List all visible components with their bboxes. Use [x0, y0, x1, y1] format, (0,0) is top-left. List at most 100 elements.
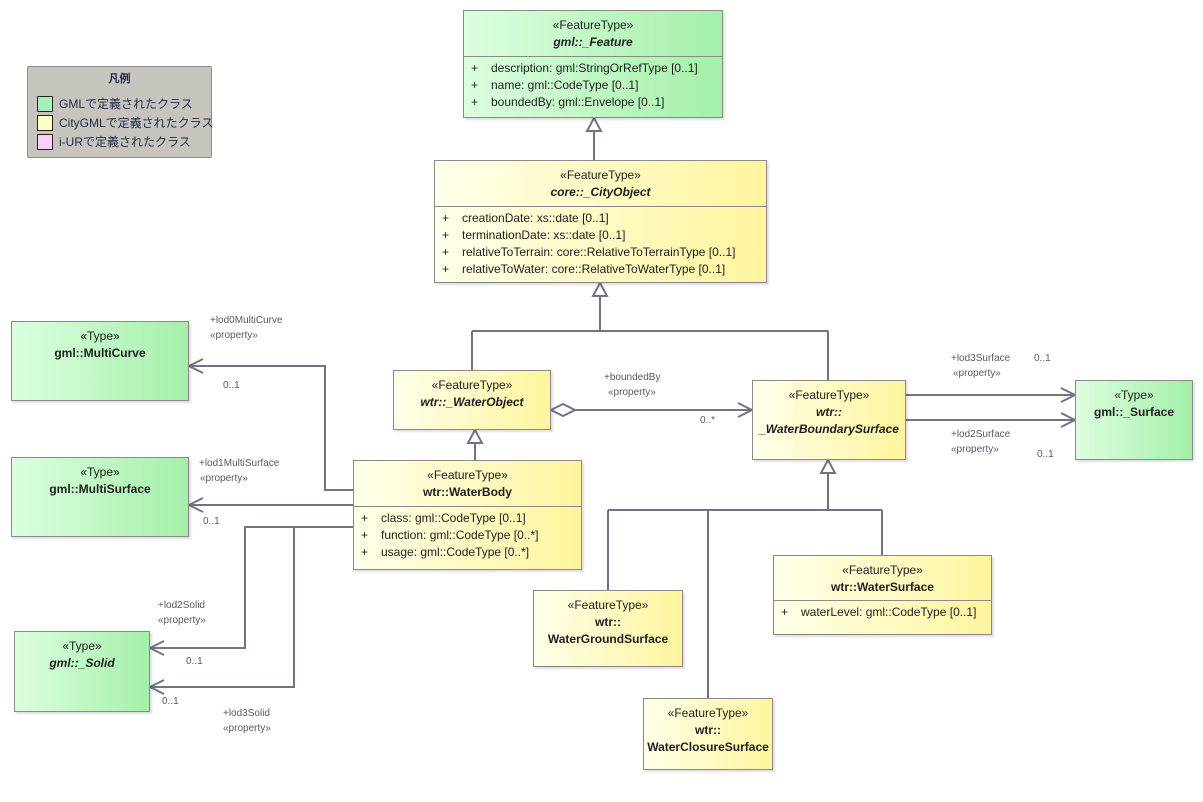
visibility-marker: + — [442, 262, 450, 276]
class-name-line: WaterGroundSurface — [547, 632, 669, 646]
attribute-text: terminationDate: xs::date [0..1] — [462, 228, 626, 242]
stereotype-label: «property» — [608, 387, 656, 398]
legend-item-gml: GMLで定義されたクラス — [37, 95, 213, 114]
class-name: gml::_Feature — [553, 35, 633, 49]
visibility-marker: + — [442, 245, 450, 259]
stereotype-label: «property» — [210, 330, 258, 341]
multiplicity-label: 0..1 — [1037, 449, 1054, 460]
class-core-cityobject: «FeatureType» core::_CityObject +creatio… — [434, 160, 767, 283]
attribute-text: description: gml:StringOrRefType [0..1] — [491, 61, 698, 75]
stereotype: «FeatureType» — [567, 598, 649, 612]
class-gml-multisurface: «Type» gml::MultiSurface — [11, 457, 189, 537]
attribute-compartment: +class: gml::CodeType [0..1] +function: … — [354, 507, 581, 561]
visibility-marker: + — [471, 95, 479, 109]
class-header: «FeatureType» wtr::WaterBody — [354, 461, 581, 507]
stereotype: «FeatureType» — [427, 468, 508, 482]
visibility-marker: + — [361, 528, 369, 542]
aggregation-diamond — [548, 402, 578, 418]
role-label: +lod3Surface — [951, 353, 1011, 364]
stereotype: «FeatureType» — [560, 168, 641, 182]
class-gml-feature: «FeatureType» gml::_Feature + description… — [463, 10, 723, 118]
legend-item-citygml: CityGMLで定義されたクラス — [37, 114, 213, 133]
class-name: wtr::WaterBody — [423, 485, 512, 499]
legend-swatch-green — [37, 96, 53, 112]
attribute-text: waterLevel: gml::CodeType [0..1] — [801, 605, 977, 619]
class-gml-solid: «Type» gml::_Solid — [14, 631, 150, 712]
class-header: «Type» gml::_Surface — [1076, 381, 1192, 421]
association-arrowhead — [147, 640, 165, 656]
visibility-marker: + — [442, 228, 450, 242]
class-name-line: WaterClosureSurface — [647, 740, 769, 754]
stereotype: «Type» — [1114, 388, 1154, 402]
stereotype: «FeatureType» — [842, 563, 923, 577]
class-name: gml::_Solid — [49, 656, 115, 670]
class-name: wtr::_WaterObject — [420, 395, 524, 409]
class-name: gml::MultiCurve — [54, 346, 146, 360]
stereotype: «Type» — [80, 329, 120, 343]
attribute-text: name: gml::CodeType [0..1] — [491, 78, 639, 92]
class-wtr-watergroundsurface: «FeatureType» wtr:: WaterGroundSurface — [533, 590, 683, 667]
class-wtr-waterclosuresurface: «FeatureType» wtr:: WaterClosureSurface — [643, 698, 773, 770]
attribute-row: +class: gml::CodeType [0..1] — [354, 510, 581, 527]
class-header: «Type» gml::MultiSurface — [12, 458, 188, 498]
role-label: +lod2Surface — [951, 429, 1011, 440]
legend-swatch-pink — [37, 134, 53, 150]
class-header: «FeatureType» wtr:: WaterGroundSurface — [534, 591, 682, 648]
legend-label: i-URで定義されたクラス — [59, 135, 191, 149]
stereotype: «FeatureType» — [552, 18, 634, 32]
association-lod0multicurve-line — [189, 365, 353, 491]
generalization-arrowhead — [585, 115, 603, 132]
attribute-row: +boundedBy: gml::Envelope [0..1] — [464, 94, 722, 111]
class-header: «FeatureType» wtr::WaterSurface — [774, 556, 991, 601]
attribute-row: + waterLevel: gml::CodeType [0..1] — [774, 604, 991, 621]
class-header: «FeatureType» wtr:: _WaterBoundarySurfac… — [753, 381, 905, 438]
attribute-text: usage: gml::CodeType [0..*] — [381, 545, 530, 559]
role-label: +lod2Solid — [158, 600, 205, 611]
visibility-marker: + — [471, 61, 479, 75]
class-header: «FeatureType» wtr::_WaterObject — [394, 371, 550, 411]
class-wtr-waterboundarysurface: «FeatureType» wtr:: _WaterBoundarySurfac… — [752, 380, 906, 460]
class-name: gml::_Surface — [1093, 405, 1175, 419]
class-name-line: wtr:: — [816, 405, 842, 419]
role-label: +lod0MultiCurve — [210, 315, 283, 326]
class-gml-surface: «Type» gml::_Surface — [1075, 380, 1193, 460]
generalization-arrowhead — [591, 280, 609, 297]
class-gml-multicurve: «Type» gml::MultiCurve — [11, 321, 189, 401]
legend-swatch-yellow — [37, 115, 53, 131]
multiplicity-label: 0..1 — [203, 516, 220, 527]
visibility-marker: + — [361, 511, 369, 525]
class-name: wtr::WaterSurface — [831, 580, 934, 594]
class-wtr-waterbody: «FeatureType» wtr::WaterBody +class: gml… — [353, 460, 582, 570]
association-arrowhead — [186, 497, 204, 513]
stereotype-label: «property» — [951, 444, 999, 455]
class-name-line: wtr:: — [695, 723, 721, 737]
attribute-compartment: + waterLevel: gml::CodeType [0..1] — [774, 601, 991, 621]
attribute-row: +creationDate: xs::date [0..1] — [435, 210, 766, 227]
visibility-marker: + — [781, 605, 789, 619]
attribute-row: +name: gml::CodeType [0..1] — [464, 77, 722, 94]
multiplicity-label: 0..1 — [186, 656, 203, 667]
attribute-row: + terminationDate: xs::date [0..1] — [435, 227, 766, 244]
class-header: «Type» gml::_Solid — [15, 632, 149, 672]
multiplicity-label: 0..* — [700, 415, 716, 426]
attribute-row: + relativeToTerrain: core::RelativeToTerr… — [435, 244, 766, 261]
attribute-text: relativeToTerrain: core::RelativeToTerra… — [462, 245, 736, 259]
attribute-row: + description: gml:StringOrRefType [0..1] — [464, 60, 722, 77]
visibility-marker: + — [361, 545, 369, 559]
legend-label: GMLで定義されたクラス — [59, 97, 193, 111]
class-header: «FeatureType» core::_CityObject — [435, 161, 766, 207]
attribute-compartment: + description: gml:StringOrRefType [0..1]… — [464, 57, 722, 111]
class-name-line: _WaterBoundarySurface — [759, 422, 899, 436]
stereotype-label: «property» — [953, 368, 1001, 379]
class-header: «Type» gml::MultiCurve — [12, 322, 188, 362]
role-label: +lod1MultiSurface — [199, 458, 280, 469]
stereotype: «FeatureType» — [431, 378, 513, 392]
legend-title: 凡例 — [108, 73, 131, 85]
multiplicity-label: 0..1 — [223, 380, 240, 391]
attribute-compartment: +creationDate: xs::date [0..1] +terminat… — [435, 207, 766, 278]
attribute-text: creationDate: xs::date [0..1] — [462, 211, 609, 225]
multiplicity-label: 0..1 — [162, 696, 179, 707]
class-name: core::_CityObject — [550, 185, 651, 199]
class-name-line: wtr:: — [595, 615, 621, 629]
role-label: +boundedBy — [604, 372, 661, 383]
